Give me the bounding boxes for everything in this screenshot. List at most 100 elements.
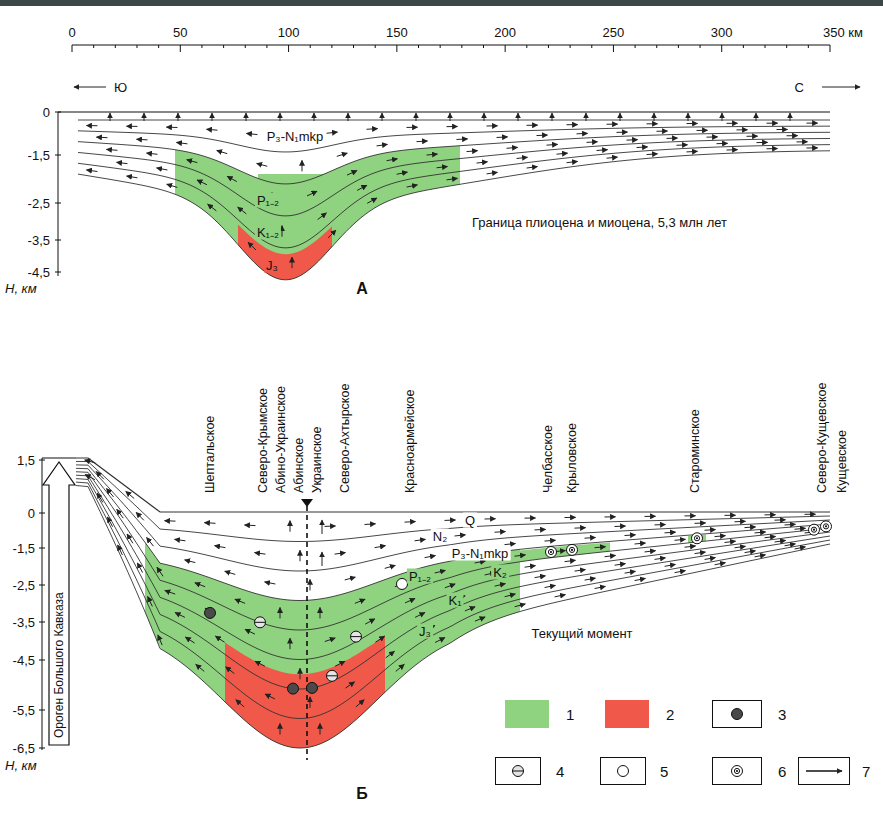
axis-title: H, км <box>3 758 39 773</box>
flow-arrow <box>257 163 268 166</box>
flow-arrow <box>575 569 586 571</box>
flow-arrow <box>320 607 321 618</box>
layer-boundary <box>76 465 830 571</box>
flow-arrow <box>87 125 98 126</box>
flow-arrow <box>427 154 438 156</box>
flow-arrow <box>167 184 178 187</box>
layer-boundary <box>78 145 830 248</box>
flow-arrow <box>667 138 678 139</box>
legend-symbol <box>600 757 646 785</box>
flow-arrow <box>557 153 568 154</box>
flow-arrow <box>757 142 768 143</box>
flow-arrow <box>382 113 383 121</box>
flow-arrow <box>417 140 428 142</box>
scale-tick <box>375 45 376 48</box>
flow-arrow <box>725 515 736 516</box>
flow-arrow <box>325 638 335 642</box>
flow-arrow <box>515 555 526 556</box>
legend-label: 5 <box>660 763 668 780</box>
flow-arrow <box>807 147 818 148</box>
flow-arrow <box>527 167 538 169</box>
flow-arrow <box>705 558 716 560</box>
flow-arrow <box>785 544 796 546</box>
flow-arrow <box>595 547 606 548</box>
layer-boundary <box>78 151 830 280</box>
flow-arrow <box>415 539 426 540</box>
flow-arrow <box>715 563 726 565</box>
flow-arrow <box>722 113 723 121</box>
flow-arrow <box>807 123 818 124</box>
scale-label: 350 км <box>821 25 865 40</box>
section-line <box>306 506 308 760</box>
flow-arrow <box>787 135 798 136</box>
flow-arrow <box>195 583 205 587</box>
flow-arrow <box>620 113 621 121</box>
flow-arrow <box>165 590 175 594</box>
flow-arrow <box>386 651 395 658</box>
flow-arrow <box>207 129 218 131</box>
flow-arrow <box>235 599 245 603</box>
flow-arrow <box>117 162 128 163</box>
surface-line <box>58 111 830 112</box>
flow-arrow <box>185 560 196 563</box>
flow-arrow <box>215 636 224 642</box>
legend-swatch <box>605 700 649 728</box>
scale-label: 200 <box>492 25 518 40</box>
flow-arrow <box>485 518 496 519</box>
legend-symbol <box>712 757 762 785</box>
scale-tick <box>288 45 289 52</box>
flow-arrow <box>688 113 689 121</box>
scale-label: 250 <box>601 25 627 40</box>
scale-tick <box>136 45 137 48</box>
layer-boundary <box>78 138 830 215</box>
flow-arrow <box>517 157 528 158</box>
flow-arrow <box>655 524 666 525</box>
flow-arrow <box>625 571 636 573</box>
depth-label: -2,5 <box>11 578 37 593</box>
flow-arrow <box>197 180 207 185</box>
flow-arrow <box>655 558 666 560</box>
flow-arrow <box>767 123 778 124</box>
scale-tick <box>201 45 202 48</box>
flow-arrow <box>255 661 265 666</box>
scale-tick <box>786 45 787 48</box>
flow-arrow <box>545 540 556 542</box>
flow-arrow <box>567 161 578 162</box>
scale-tick <box>396 45 397 52</box>
scale-label: 0 <box>66 25 77 40</box>
flow-arrow <box>416 113 417 121</box>
flow-arrow <box>597 149 608 151</box>
flow-arrow <box>208 204 217 211</box>
scale-label: 100 <box>276 25 302 40</box>
flow-arrow <box>697 130 708 131</box>
depth-label: 0 <box>26 506 37 521</box>
flow-arrow <box>675 539 686 540</box>
flow-arrow <box>212 113 213 121</box>
flow-arrow <box>727 149 738 150</box>
flow-arrow <box>356 700 364 707</box>
flow-arrow <box>775 519 786 520</box>
flow-arrow <box>175 612 185 617</box>
flow-arrow <box>310 579 311 590</box>
flow-arrow <box>665 532 676 534</box>
scale-tick <box>656 45 657 48</box>
flow-arrow <box>565 517 576 518</box>
scale-tick <box>331 45 332 48</box>
time-note: Граница плиоцена и миоцена, 5,3 млн лет <box>470 215 729 230</box>
flow-arrow <box>654 113 655 121</box>
hot-zone <box>225 636 385 748</box>
flow-arrow <box>585 578 596 580</box>
scale-tick <box>591 45 592 48</box>
layer-index: P₁₋₂ <box>407 569 433 584</box>
flow-arrow <box>248 242 256 250</box>
flow-arrow <box>585 537 596 539</box>
flow-arrow <box>280 607 281 618</box>
legend-symbol <box>495 757 541 785</box>
flow-arrow <box>777 129 788 130</box>
node-label: Ороген Большого Кавказа <box>51 592 67 738</box>
depth-axis <box>42 458 43 750</box>
flow-arrow <box>735 521 746 522</box>
flow-arrow <box>435 638 445 643</box>
flow-arrow <box>745 526 756 528</box>
flow-arrow <box>415 612 425 617</box>
